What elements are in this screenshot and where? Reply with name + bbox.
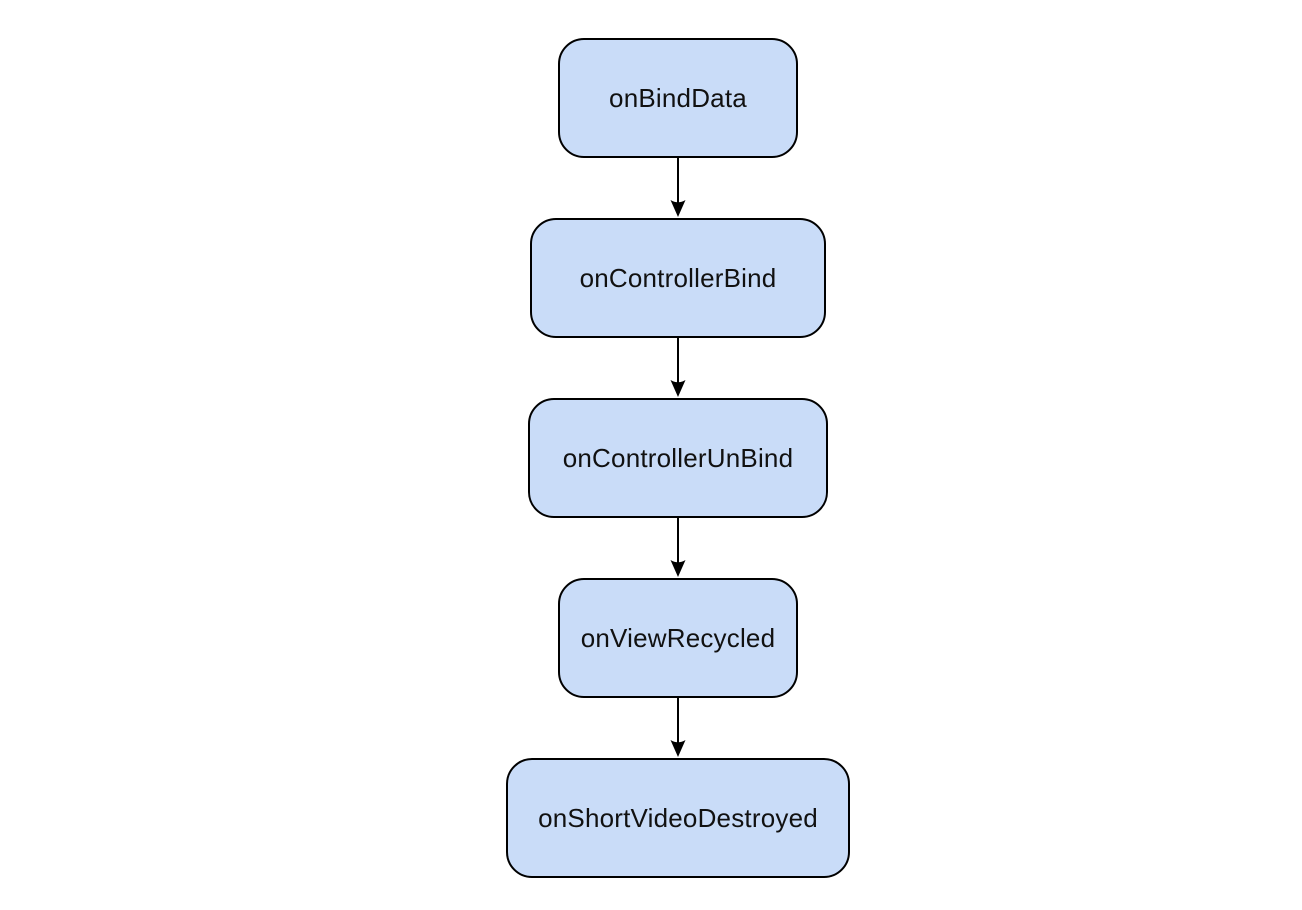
arrow-down-icon bbox=[670, 698, 686, 757]
flow-node-onviewrecycled: onViewRecycled bbox=[558, 578, 798, 698]
flow-node-onshortvideodestroyed: onShortVideoDestroyed bbox=[506, 758, 850, 878]
arrow-down-icon bbox=[670, 158, 686, 217]
flowchart: onBindData onControllerBind onController… bbox=[506, 38, 850, 878]
flow-node-oncontrollerbind: onControllerBind bbox=[530, 218, 826, 338]
flow-node-onbinddata: onBindData bbox=[558, 38, 798, 158]
node-label: onBindData bbox=[609, 83, 747, 113]
node-label: onViewRecycled bbox=[580, 623, 776, 653]
node-label: onControllerUnBind bbox=[562, 443, 794, 473]
arrow-down-icon bbox=[670, 338, 686, 397]
arrow-down-icon bbox=[670, 518, 686, 577]
flow-node-oncontrollerunbind: onControllerUnBind bbox=[528, 398, 828, 518]
node-label: onControllerBind bbox=[579, 263, 777, 293]
node-label: onShortVideoDestroyed bbox=[538, 803, 818, 833]
